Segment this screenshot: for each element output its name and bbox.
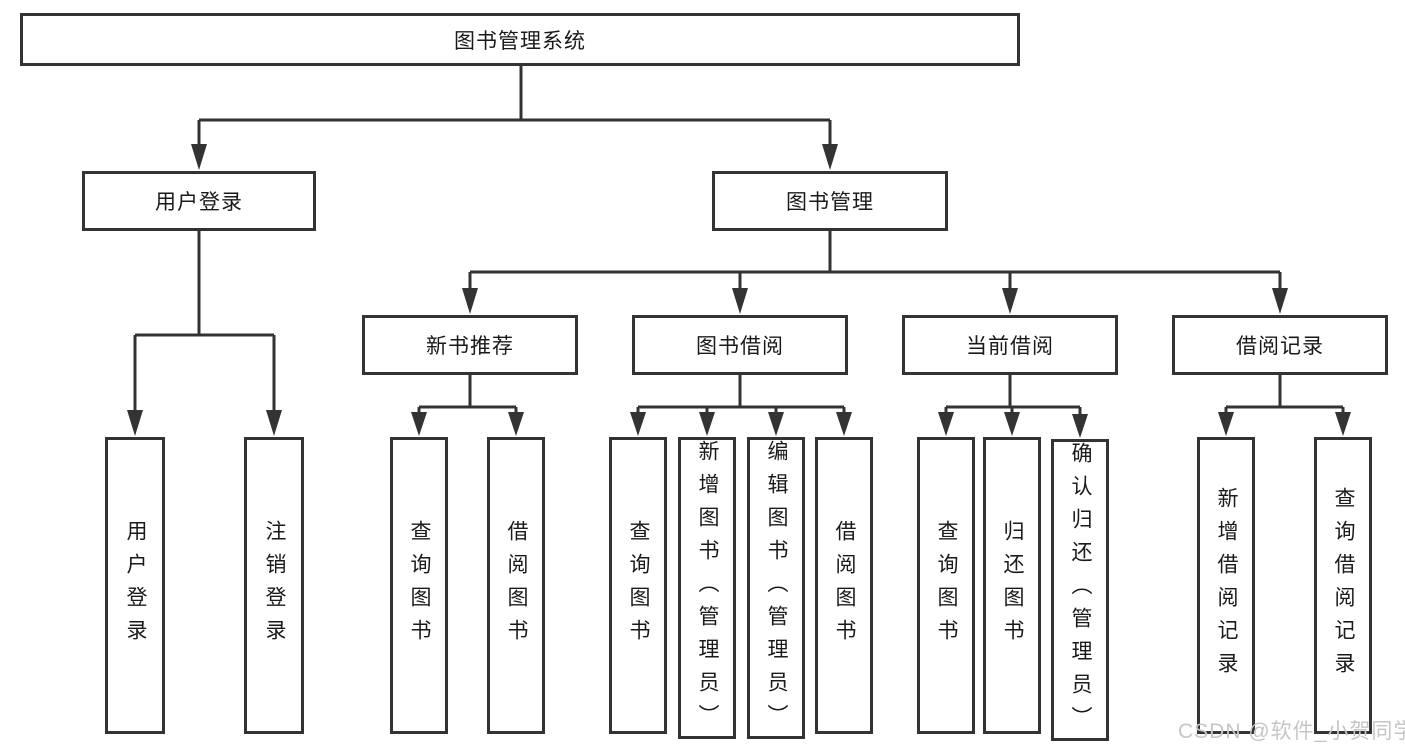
leaf-label: 新增借阅记录 [1215,486,1238,685]
leaf-borrow-query-book: 查询图书 [609,437,667,734]
node-user-login: 用户登录 [82,171,316,231]
leaf-current-confirm-return-admin: 确认归还（管理员） [1051,439,1109,741]
node-label: 新书推荐 [426,335,514,358]
leaf-label: 查询借阅记录 [1332,486,1355,685]
node-label: 当前借阅 [966,335,1054,358]
leaf-logout: 注销登录 [244,437,304,734]
leaf-recommend-query-book: 查询图书 [390,437,448,734]
node-new-book-recommend: 新书推荐 [362,315,578,375]
leaf-recommend-borrow-book: 借阅图书 [487,437,545,734]
leaf-label: 归还图书 [1001,519,1024,652]
leaf-label: 注销登录 [263,519,286,652]
node-current-borrow: 当前借阅 [902,315,1118,375]
leaf-current-return-book: 归还图书 [983,437,1041,734]
leaf-borrow-borrow-book: 借阅图书 [815,437,873,734]
node-label: 图书借阅 [696,335,784,358]
leaf-records-add-record: 新增借阅记录 [1197,437,1255,734]
node-label: 借阅记录 [1236,335,1324,358]
leaf-label: 借阅图书 [505,519,528,652]
leaf-borrow-edit-book-admin: 编辑图书（管理员） [747,437,805,739]
node-borrow-records: 借阅记录 [1172,315,1388,375]
leaf-records-query-record: 查询借阅记录 [1314,437,1372,734]
leaf-label: 查询图书 [935,519,958,652]
leaf-borrow-add-book-admin: 新增图书（管理员） [678,437,736,739]
leaf-label: 查询图书 [408,519,431,652]
node-library-management-system: 图书管理系统 [20,13,1020,66]
leaf-current-query-book: 查询图书 [917,437,975,734]
csdn-watermark: CSDN @软件_小贺同学 [1178,720,1405,743]
leaf-label: 新增图书（管理员） [696,439,719,737]
leaf-user-login: 用户登录 [105,437,165,734]
leaf-label: 用户登录 [124,519,147,652]
leaf-label: 确认归还（管理员） [1069,441,1092,739]
node-book-borrow: 图书借阅 [632,315,848,375]
leaf-label: 借阅图书 [833,519,856,652]
node-label: 图书管理系统 [454,29,586,53]
node-label: 用户登录 [155,191,243,214]
node-book-management: 图书管理 [712,171,948,231]
leaf-label: 编辑图书（管理员） [765,439,788,737]
leaf-label: 查询图书 [627,519,650,652]
node-label: 图书管理 [786,191,874,214]
